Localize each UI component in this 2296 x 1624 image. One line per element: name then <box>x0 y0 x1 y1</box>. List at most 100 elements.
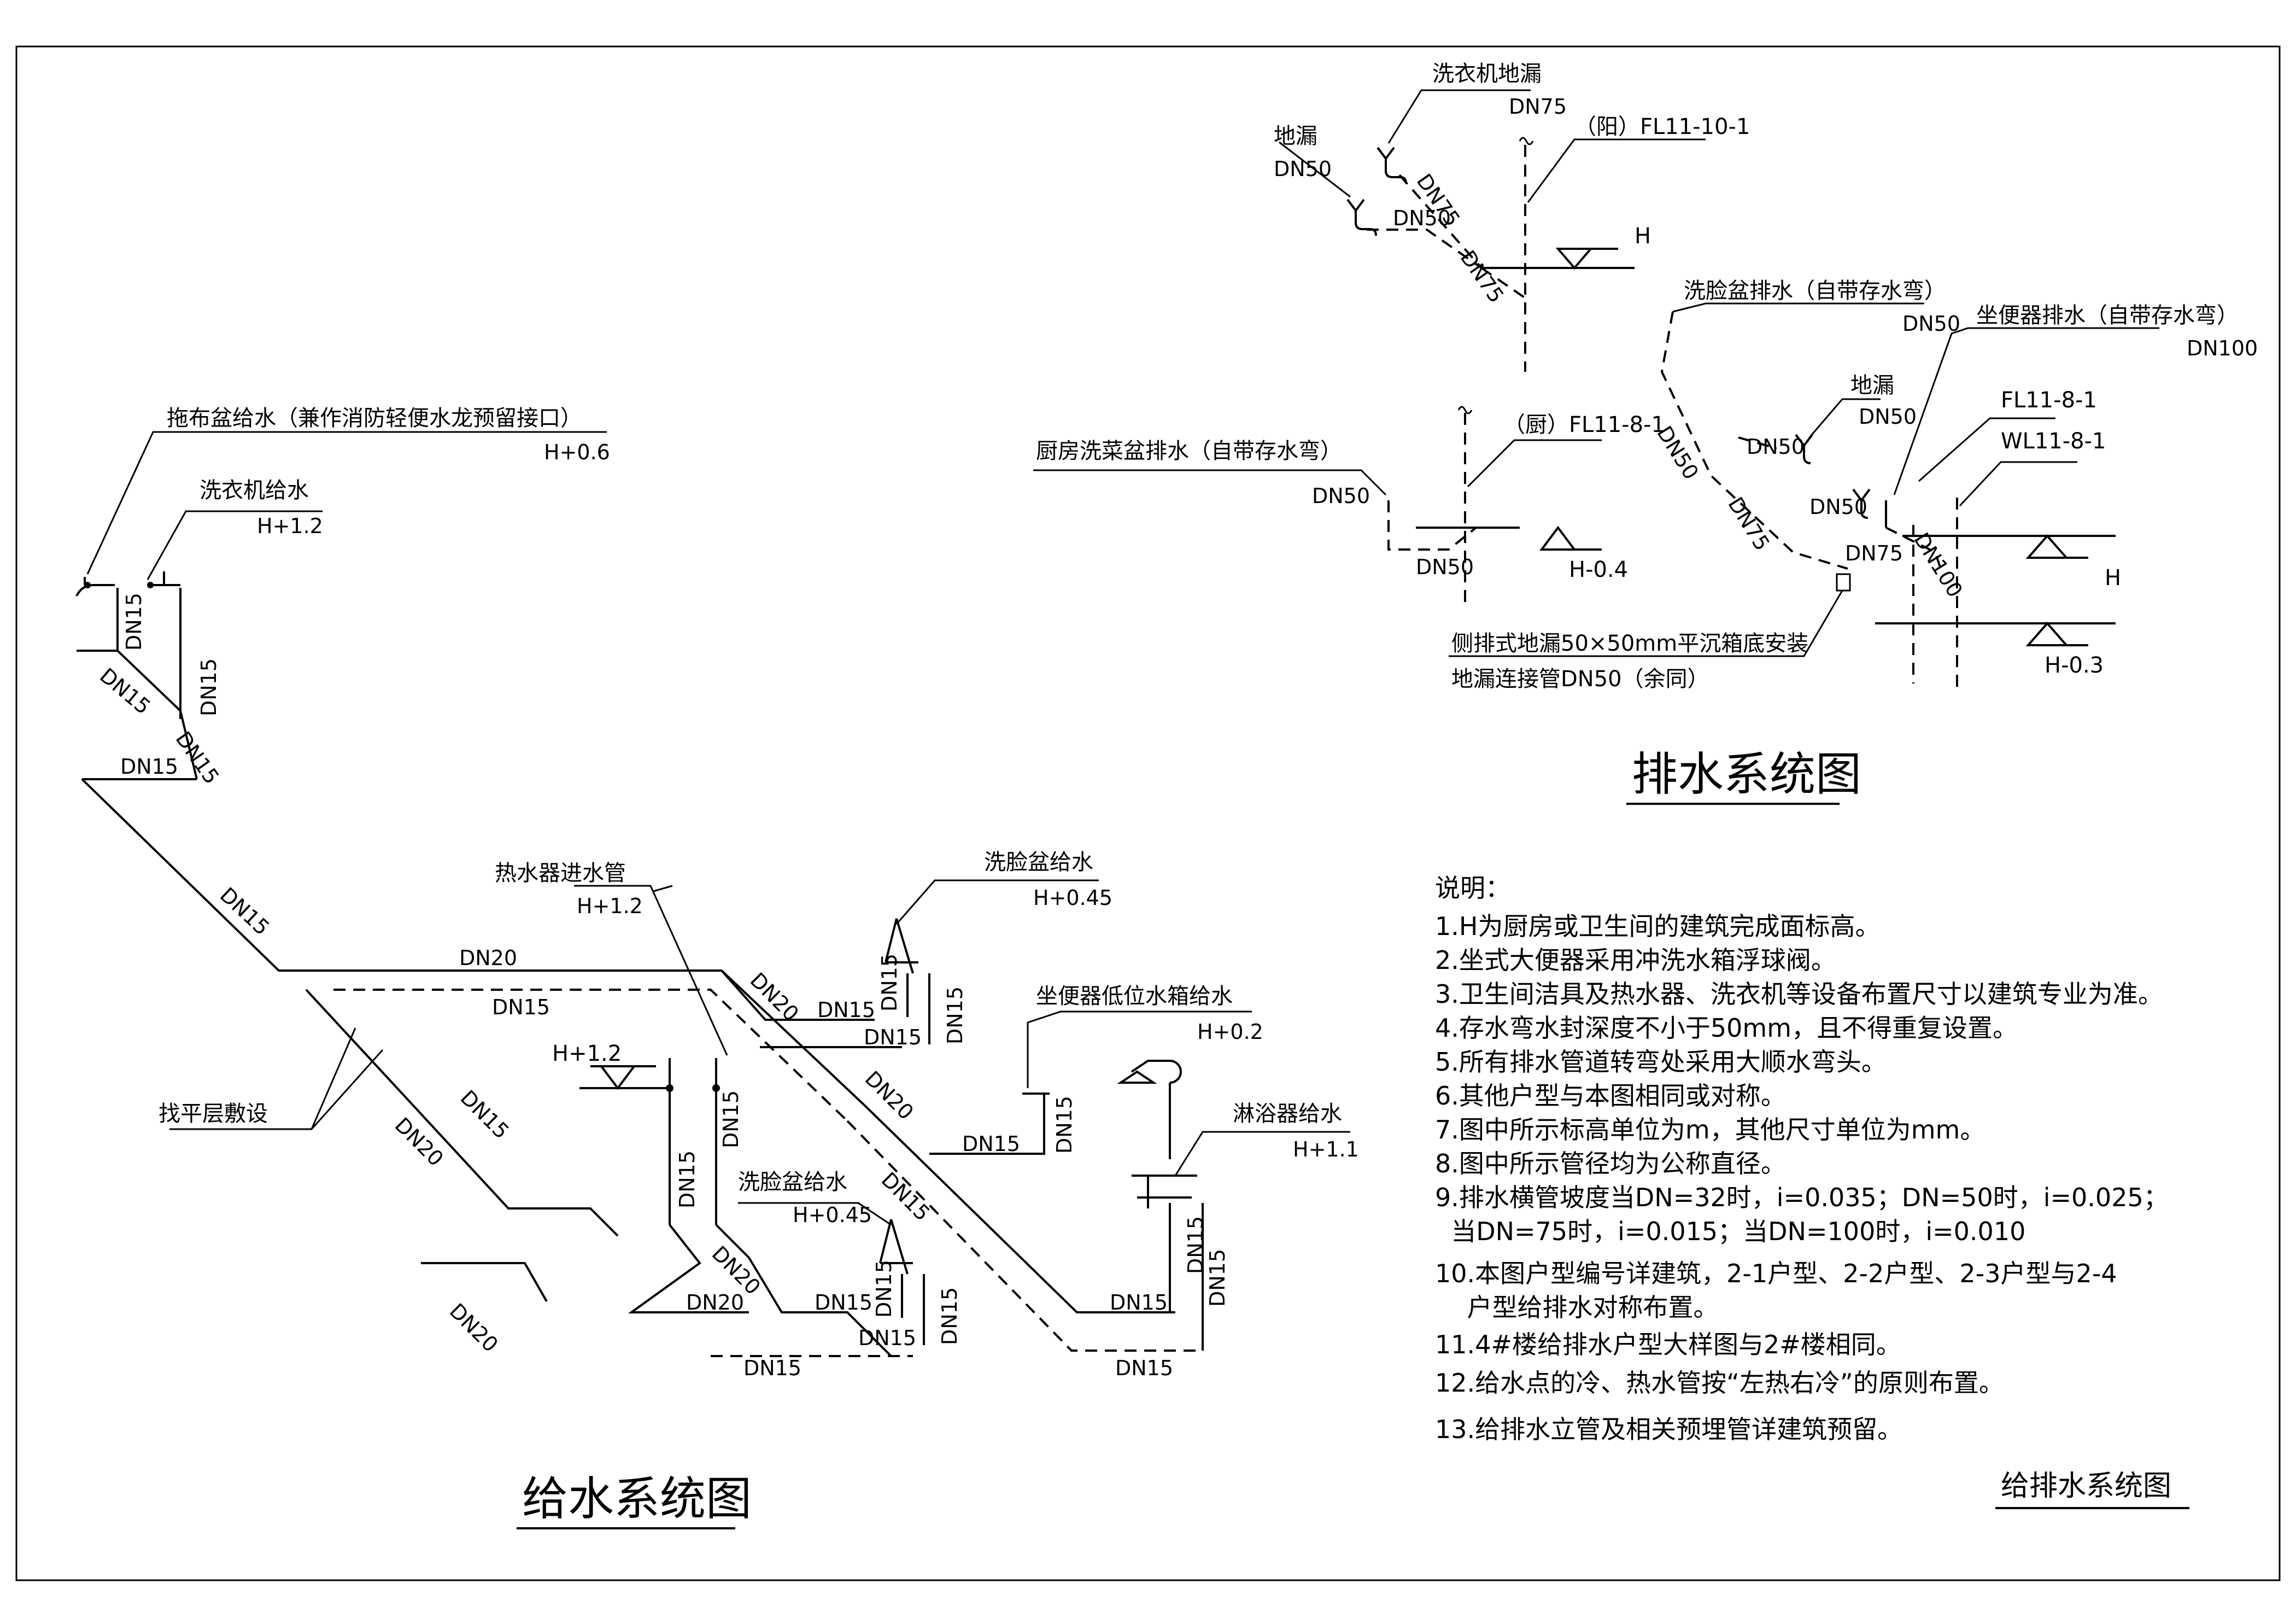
elevation-mark-h-1 <box>1555 248 1618 270</box>
floor-drain-3-icon <box>1852 488 1871 519</box>
floor-drain-label: 地漏 <box>1274 124 1317 149</box>
dn20-diag-2: DN20 <box>860 1066 918 1124</box>
pipe-kitchen-dn50 <box>1387 500 1477 551</box>
pipe-dn75-lower <box>1480 267 1526 299</box>
basin1-fixture-icon <box>885 918 918 974</box>
note-8: 8.图中所示管径均为公称直径。 <box>1435 1149 1786 1178</box>
dn15-h1: DN15 <box>120 755 178 779</box>
dn50-label-1: DN50 <box>1393 206 1451 230</box>
dn15-basin1-h2: DN15 <box>864 1025 922 1049</box>
dn15-basin1-h: DN15 <box>817 998 875 1022</box>
leader-screed-2 <box>311 1049 384 1130</box>
floor-drain-dn-label: DN50 <box>1274 157 1332 181</box>
pipe-dn20-to-shower <box>863 1103 1175 1313</box>
dn15-shower-h: DN15 <box>1110 1290 1168 1315</box>
note-10: 10.本图户型编号详建筑，2-1户型、2-2户型、2-3户型与2-4 <box>1435 1259 2117 1288</box>
note-3: 3.卫生间洁具及热水器、洗衣机等设备布置尺寸以建筑专业为准。 <box>1435 979 2163 1009</box>
leader-mop-sink <box>86 431 607 575</box>
dn15-toilet-v: DN15 <box>1052 1096 1076 1154</box>
leader-toilet <box>1893 327 2159 495</box>
note-12: 12.给水点的冷、热水管按“左热右冷”的原则布置。 <box>1435 1368 2004 1398</box>
dn15-shower-v1: DN15 <box>1184 1216 1208 1274</box>
toilet-h-label: H+0.2 <box>1197 1020 1263 1044</box>
floor-drain-trap-icon <box>1346 198 1377 236</box>
pipe-dn20-lower <box>421 1262 548 1302</box>
riser-break-icon <box>1519 137 1534 145</box>
heater-valve-hot <box>666 1084 673 1092</box>
pipe-washer-branch <box>179 710 198 780</box>
pipe-dashed-to-shower <box>846 1120 1203 1352</box>
riser-fl11-8-1-label: FL11-8-1 <box>2001 388 2097 413</box>
leader-floor-drain <box>1279 141 1351 198</box>
pipe-dn20-diag-lower <box>305 989 619 1237</box>
side-drain-label-2: 地漏连接管DN50（余同） <box>1451 667 1709 692</box>
basin1-label: 洗脸盆给水 <box>984 850 1093 875</box>
pipe-dn50-branch <box>1367 229 1483 269</box>
dn15-main: DN15 <box>215 883 274 940</box>
heater-h-label: H+1.2 <box>577 894 643 918</box>
pipe-heater-to-main <box>628 1224 749 1313</box>
toilet-drain-label: 坐便器排水（自带存水弯） <box>1976 303 2239 328</box>
note-4: 4.存水弯水封深度不小于50mm，且不得重复设置。 <box>1435 1013 2018 1043</box>
dn15-toilet-h: DN15 <box>962 1132 1020 1156</box>
leader-toilet-tank <box>1027 1010 1252 1088</box>
dn15-heater-2: DN15 <box>719 1090 743 1148</box>
leader-shower <box>1174 1131 1350 1176</box>
mop-h-label: H+0.6 <box>544 440 610 464</box>
leader-fl11-8-1 <box>1918 417 2055 482</box>
dn50-label-fd2: DN50 <box>1747 435 1805 459</box>
elevation-mark-h-03 <box>2025 621 2088 646</box>
leader-kitchen-riser <box>1467 439 1602 488</box>
floor-drain-2-dn-label: DN50 <box>1859 405 1917 429</box>
mop-sink-label: 拖布盆给水（兼作消防轻便水龙预留接口） <box>167 406 582 431</box>
kitchen-riser-break-icon <box>1457 406 1473 414</box>
leader-basin2 <box>738 1202 892 1226</box>
pipe-basin1-feed <box>721 969 875 1021</box>
note-11: 11.4#楼给排水户型大样图与2#楼相同。 <box>1435 1330 1901 1359</box>
dn100-label-main: DN100 <box>1909 528 1967 601</box>
h-minus-03-label: H-0.3 <box>2045 653 2104 678</box>
kitchen-dn-label: DN50 <box>1312 484 1370 508</box>
kitchen-sink-label: 厨房洗菜盆排水（自带存水弯） <box>1036 439 1342 464</box>
dn15-basin1-v1: DN15 <box>877 954 901 1012</box>
dn20-diag-lower: DN20 <box>390 1113 448 1171</box>
dn15-basin2-h3: DN15 <box>743 1356 801 1380</box>
dn15-heater-1: DN15 <box>675 1150 699 1208</box>
notes-block: 说明： 1.H为厨房或卫生间的建筑完成面标高。 2.坐式大便器采用冲洗水箱浮球阀… <box>1435 873 2169 1444</box>
note-9: 9.排水横管坡度当DN=32时，i=0.035；DN=50时，i=0.025； <box>1435 1183 2169 1212</box>
supply-diagram: 拖布盆给水（兼作消防轻便水龙预留接口） H+0.6 洗衣机给水 H+1.2 DN… <box>75 406 1359 1529</box>
leader-side-drain <box>1449 590 1843 657</box>
kitchen-riser-label: （厨）FL11-8-1 <box>1503 412 1665 437</box>
shower-h-label: H+1.1 <box>1293 1137 1359 1161</box>
floor-drain-2-label: 地漏 <box>1850 373 1894 398</box>
sheet-title: 给排水系统图 <box>2001 1470 2171 1503</box>
dn15-mop-branch: DN15 <box>95 663 155 719</box>
note-9-cont: 当DN=75时，i=0.015；当DN=100时，i=0.010 <box>1435 1217 2025 1246</box>
h-minus-04-label: H-0.4 <box>1569 557 1628 582</box>
dn20-heater-h: DN20 <box>686 1290 744 1315</box>
heater-valve-cold <box>712 1084 720 1092</box>
washer-valve-dot <box>147 582 154 588</box>
dn15-basin2-v1: DN15 <box>872 1260 896 1318</box>
dn20-top: DN20 <box>459 946 517 970</box>
shower-label: 淋浴器给水 <box>1233 1101 1342 1126</box>
dn15-basin2-v2: DN15 <box>938 1287 962 1345</box>
shower-mixer-icon <box>1132 1175 1197 1208</box>
basin-dn-label: DN50 <box>1902 312 1960 336</box>
note-10-cont: 户型给排水对称布置。 <box>1435 1293 1719 1322</box>
leader-floor-drain-2 <box>1808 398 1881 438</box>
side-drain-label-1: 侧排式地漏50×50mm平沉箱底安装 <box>1451 631 1808 656</box>
dn15-mop-v: DN15 <box>122 593 146 651</box>
leader-heater <box>574 885 728 1056</box>
note-13: 13.给排水立管及相关预埋管详建筑预留。 <box>1435 1415 1902 1444</box>
pipe-dn75-upper <box>1398 174 1483 269</box>
dn15-shower-h2: DN15 <box>1115 1356 1173 1380</box>
pipe-heater-cold-down <box>715 1224 892 1357</box>
pipe-toilet-feed <box>929 1126 1045 1155</box>
pipe-basin-dn50-dn75 <box>1660 311 1848 570</box>
shower-elev-icon <box>1117 1070 1157 1084</box>
note-1: 1.H为厨房或卫生间的建筑完成面标高。 <box>1435 912 1880 941</box>
mop-valve-dot <box>84 582 91 588</box>
pipe-main-dn15 <box>81 778 865 1106</box>
